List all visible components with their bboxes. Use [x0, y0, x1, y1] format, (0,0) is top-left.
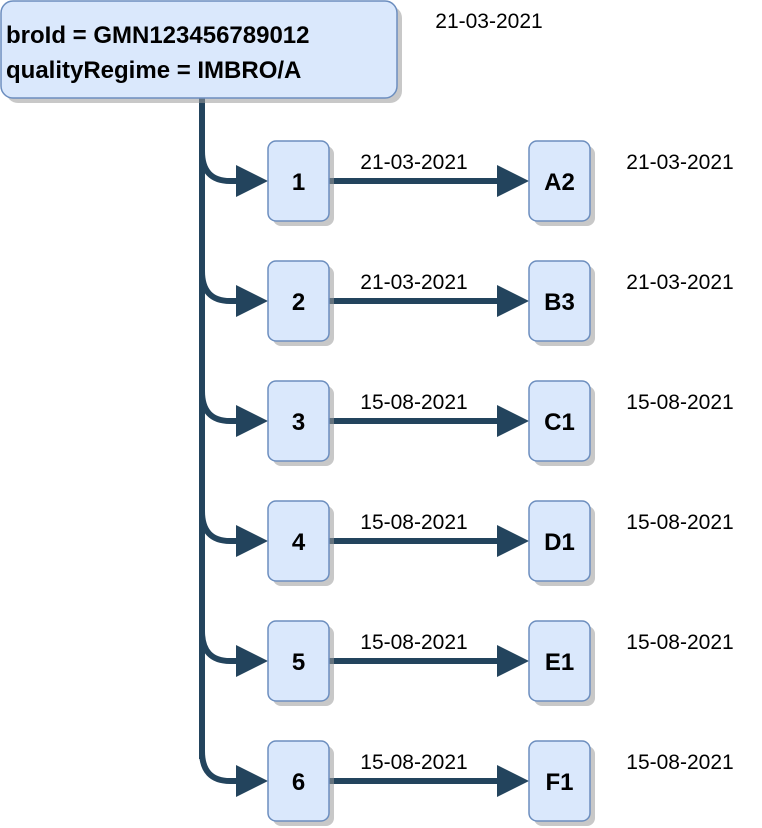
branch-arrowhead — [236, 165, 268, 197]
target-date-label: 21-03-2021 — [626, 271, 733, 294]
connectors-layer — [199, 98, 529, 797]
branch-connector — [199, 390, 238, 424]
target-label: D1 — [544, 529, 575, 556]
branch-connector — [199, 510, 238, 544]
target-node[interactable]: F1 — [528, 740, 595, 826]
link-date-label: 21-03-2021 — [360, 151, 467, 174]
branch-arrowhead — [236, 765, 268, 797]
branch-connector — [199, 630, 238, 664]
branch-connector — [199, 270, 238, 304]
link-arrowhead — [497, 165, 529, 197]
index-label: 5 — [292, 649, 305, 676]
root-quality-regime-label: qualityRegime = IMBRO/A — [6, 57, 301, 84]
link-date-label: 15-08-2021 — [360, 631, 467, 654]
link-date-label: 21-03-2021 — [360, 271, 467, 294]
target-date-label: 15-08-2021 — [626, 511, 733, 534]
target-node[interactable]: C1 — [528, 380, 595, 466]
branch-arrowhead — [236, 645, 268, 677]
target-date-label: 15-08-2021 — [626, 751, 733, 774]
link-arrowhead — [497, 645, 529, 677]
index-node[interactable]: 4 — [267, 500, 334, 586]
target-label: F1 — [545, 769, 573, 796]
target-node[interactable]: A2 — [528, 140, 595, 226]
branch-arrowhead — [236, 285, 268, 317]
link-arrowhead — [497, 765, 529, 797]
link-arrowhead — [497, 525, 529, 557]
index-label: 1 — [292, 169, 305, 196]
rows-layer: 1 A2 21-03-2021 21-03-2021 2 B3 21-03-2021 21-0… — [267, 140, 734, 826]
target-label: C1 — [544, 409, 575, 436]
link-date-label: 15-08-2021 — [360, 511, 467, 534]
link-arrowhead — [497, 285, 529, 317]
index-node[interactable]: 1 — [267, 140, 334, 226]
link-arrowhead — [497, 405, 529, 437]
index-label: 4 — [292, 529, 306, 556]
target-date-label: 15-08-2021 — [626, 631, 733, 654]
link-date-label: 15-08-2021 — [360, 391, 467, 414]
index-label: 2 — [292, 289, 305, 316]
index-node[interactable]: 5 — [267, 620, 334, 706]
branch-arrowhead — [236, 525, 268, 557]
target-date-label: 15-08-2021 — [626, 391, 733, 414]
branch-connector — [199, 150, 238, 184]
branch-arrowhead — [236, 405, 268, 437]
target-label: A2 — [544, 169, 575, 196]
root-broid-label: broId = GMN123456789012 — [6, 22, 310, 49]
link-date-label: 15-08-2021 — [360, 751, 467, 774]
target-label: B3 — [544, 289, 575, 316]
target-node[interactable]: B3 — [528, 260, 595, 346]
index-node[interactable]: 3 — [267, 380, 334, 466]
target-node[interactable]: E1 — [528, 620, 595, 706]
branch-connector — [199, 750, 238, 784]
target-date-label: 21-03-2021 — [626, 151, 733, 174]
root-date-label: 21-03-2021 — [435, 10, 542, 33]
root-node[interactable]: broId = GMN123456789012 qualityRegime = … — [0, 0, 402, 103]
index-node[interactable]: 6 — [267, 740, 334, 826]
index-node[interactable]: 2 — [267, 260, 334, 346]
index-label: 3 — [292, 409, 305, 436]
target-node[interactable]: D1 — [528, 500, 595, 586]
index-label: 6 — [292, 769, 305, 796]
target-label: E1 — [545, 649, 574, 676]
